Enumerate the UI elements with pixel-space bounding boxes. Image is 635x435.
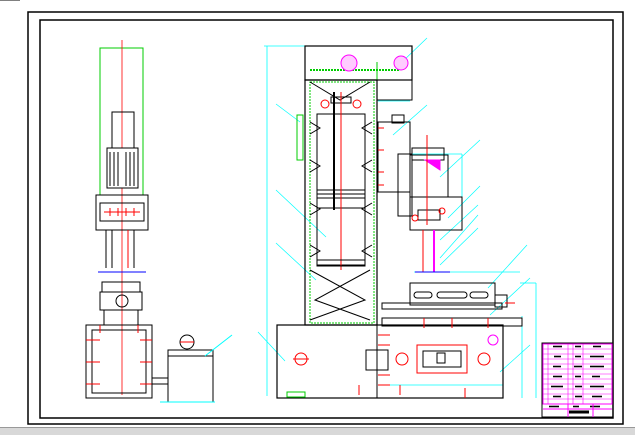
side-view: [85, 40, 233, 403]
pulley-right: [393, 55, 409, 71]
outer-border: [27, 11, 624, 425]
front-view: [0, 0, 537, 399]
status-bar: [0, 427, 635, 435]
pulley-left: [340, 54, 358, 72]
inner-border: [39, 19, 614, 419]
title-block: [541, 342, 614, 418]
